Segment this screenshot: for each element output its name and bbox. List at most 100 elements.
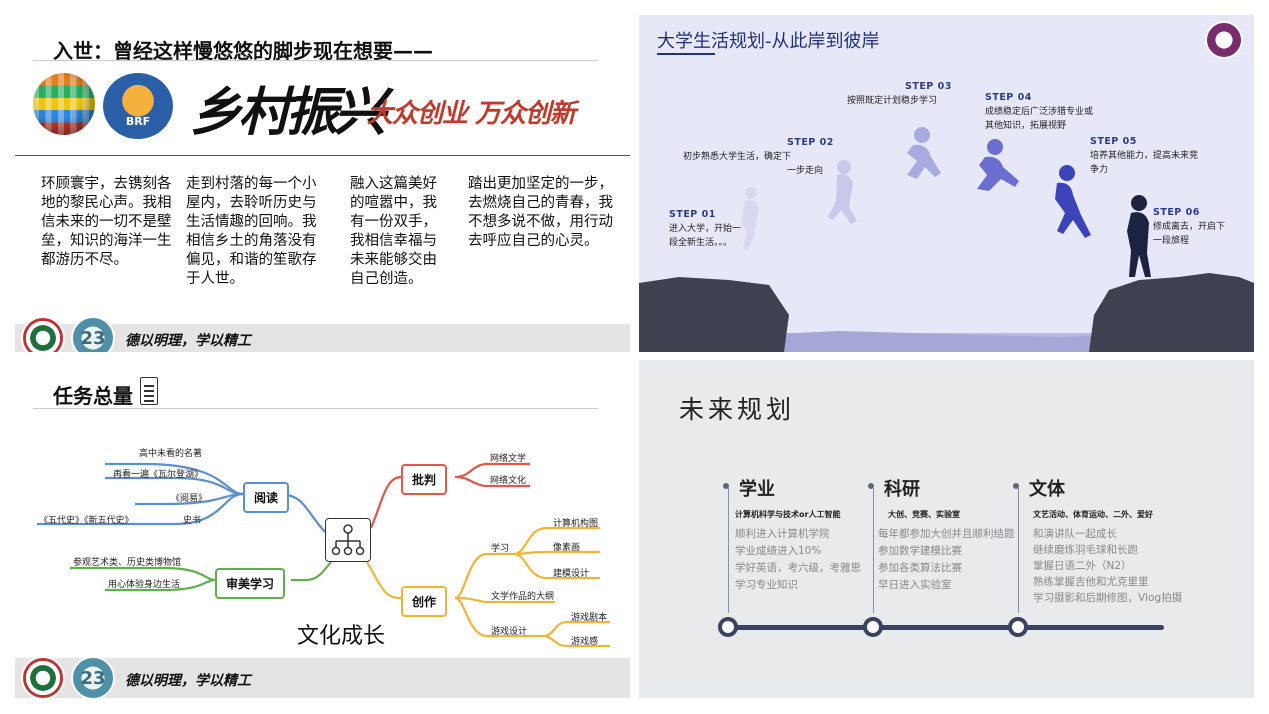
center-topic-label: 文化成长 <box>297 624 386 649</box>
list-item: 参加数学建模比赛 <box>878 545 962 557</box>
slide-footer: 23 德以明理，学以精工 <box>15 656 630 698</box>
school-motto: 德以明理，学以精工 <box>125 333 251 349</box>
title-divider <box>33 60 598 61</box>
slide-task-overview: 任务总量 <box>15 360 630 698</box>
section-subtitle: 文艺活动、体育运动、二外、爱好 <box>1033 510 1153 519</box>
title-underline <box>657 53 715 55</box>
section-divider <box>15 155 630 156</box>
list-item: 顺利进入计算机学院 <box>735 528 830 540</box>
list-item: 学习摄影和后期修图，Vlog拍摄 <box>1033 592 1183 604</box>
section-academics: 学业 计算机科学与技术or人工智能 顺利进入计算机学院 学业成绩进入10% 学好… <box>719 475 861 594</box>
leaf-museums: 参观艺术类、历史类博物馆 <box>73 558 182 568</box>
step-02: STEP 02 初步熟悉大学生活，确定下 一步走向 <box>683 137 834 176</box>
leaf-walden: 再看一遍《瓦尔登湖》 <box>113 470 204 480</box>
jumper-figure-5 <box>1055 165 1091 238</box>
leaf-web-literature: 网络文学 <box>490 454 527 464</box>
list-item: 参加各类算法比赛 <box>878 562 962 574</box>
list-item: 每年都参加大创并且顺利结题 <box>878 528 1015 540</box>
node-aesthetic-study: 审美学习 <box>215 568 286 599</box>
section-subtitle: 计算机科学与技术or人工智能 <box>735 510 841 519</box>
slide-footer: 23 德以明理，学以精工 <box>15 316 630 352</box>
timeline-node-2 <box>863 617 883 637</box>
list-item: 熟练掌握吉他和尤克里里 <box>1033 576 1149 588</box>
center-hierarchy-icon <box>325 518 371 562</box>
text-column-3: 融入这篇美好的喧嚣中，我有一份双手，我相信幸福与未来能够交由自己创造。 <box>350 176 437 287</box>
list-item: 学习专业知识 <box>735 579 798 591</box>
mind-map-connectors <box>37 462 610 648</box>
landscape-illustration <box>639 127 1254 352</box>
jumper-figure-1 <box>741 187 759 251</box>
slide-title: 大学生活规划-从此岸到彼岸 <box>657 31 880 52</box>
section-heading: 文体 <box>1009 475 1182 501</box>
slide-college-plan: 大学生活规划-从此岸到彼岸 STEP 01 进入大学，开始一 段全新生活。。。 … <box>639 15 1254 352</box>
leaf-unread-classics: 高中未看的名著 <box>139 449 203 459</box>
university-emblem-icon <box>1205 21 1243 59</box>
flag-globe-icon <box>33 73 95 135</box>
brf-label: BRF <box>125 115 151 128</box>
entrepreneurship-calligraphy: 大众创业万众创新 <box>367 93 576 130</box>
slide-title: 入世：曾经这样慢悠悠的脚步现在想要—— <box>53 39 433 63</box>
leaf-experience-life: 用心体验身边生活 <box>108 580 181 590</box>
leaf-yue-yi: 《阅易》 <box>171 494 208 504</box>
timeline-node-1 <box>718 617 738 637</box>
slogan-a: 大众创业 <box>367 99 468 129</box>
step-06: STEP 06 修成离去，开启下 一段旅程 <box>1153 207 1226 246</box>
slide-future-plan: 未来规划 学业 计算机科学与技术or人工智能 顺利进入计算机学院 学业成绩进入1… <box>639 360 1254 698</box>
text-column-2: 走到村落的每一个小屋内，去聆听历史与生活情趣的回响。我相信乡土的角落没有偏见，和… <box>186 176 317 287</box>
jumper-figure-3 <box>907 127 941 179</box>
section-items: 每年都参加大创并且顺利结题 参加数学建模比赛 参加各类算法比赛 早日进入实验室 <box>864 526 1015 594</box>
leaf-game-design: 游戏设计 <box>491 627 528 637</box>
leaf-five-dynasties: 《五代史》《新五代史》 <box>39 516 134 526</box>
step-04: STEP 04 成绩稳定后广泛涉猎专业或 其他知识，拓展视野 <box>985 92 1094 131</box>
section-subtitle: 大创、竞赛、实验室 <box>888 510 960 519</box>
leaf-study: 学习 <box>491 544 510 554</box>
list-item: 学业成绩进入10% <box>735 545 822 557</box>
college-logo-badge: 23 <box>80 668 106 689</box>
list-item: 掌握日语二外（N2） <box>1033 560 1132 572</box>
timeline-stem-3 <box>1018 488 1019 613</box>
jumper-figure-4 <box>977 139 1019 191</box>
step-01: STEP 01 进入大学，开始一 段全新生活。。。 <box>669 209 742 248</box>
college-logo-badge: 23 <box>80 328 106 349</box>
node-creation: 创作 <box>401 586 448 617</box>
section-heading: 学业 <box>719 475 861 501</box>
jumper-figure-2 <box>828 160 857 224</box>
section-items: 和演讲队一起成长 继续磨炼羽毛球和长跑 掌握日语二外（N2） 熟练掌握吉他和尤克… <box>1009 526 1182 606</box>
section-heading: 科研 <box>864 475 1015 501</box>
brf-logo-icon: BRF <box>103 73 173 139</box>
college-logo-icon: 23 <box>71 656 115 698</box>
section-research: 科研 大创、竞赛、实验室 每年都参加大创并且顺利结题 参加数学建模比赛 参加各类… <box>864 475 1015 594</box>
node-reading: 阅读 <box>243 482 290 513</box>
step-03: STEP 03 按照既定计划稳步学习 <box>847 81 952 106</box>
rural-revitalization-calligraphy: 乡村振兴 <box>190 82 386 143</box>
step-05: STEP 05 培养其他能力，提高未来竞 争力 <box>1090 136 1199 175</box>
standing-figure <box>1127 195 1151 277</box>
text-column-4: 踏出更加坚定的一步，去燃烧自己的青春，我不想多说不做，用行动去呼应自己的心灵。 <box>468 176 613 249</box>
list-item: 和演讲队一起成长 <box>1033 528 1117 540</box>
leaf-literary-outline: 文学作品的大纲 <box>491 592 555 602</box>
list-item: 早日进入实验室 <box>878 579 952 591</box>
list-item: 学好英语，考六级，考雅思 <box>735 562 861 574</box>
leaf-game-script: 游戏剧本 <box>571 613 608 623</box>
section-arts-sports: 文体 文艺活动、体育运动、二外、爱好 和演讲队一起成长 继续磨炼羽毛球和长跑 掌… <box>1009 475 1182 606</box>
node-critique: 批判 <box>401 464 448 495</box>
section-items: 顺利进入计算机学院 学业成绩进入10% 学好英语，考六级，考雅思 学习专业知识 <box>719 526 861 594</box>
leaf-pixel-art: 像素画 <box>553 543 581 553</box>
leaf-game-feel: 游戏感 <box>571 637 599 647</box>
slogan-b: 万众创新 <box>475 99 576 129</box>
university-seal-icon <box>21 656 65 698</box>
clipboard-icon <box>140 377 158 405</box>
school-motto: 德以明理，学以精工 <box>125 673 251 689</box>
slide-title: 任务总量 <box>53 384 133 408</box>
leaf-modeling: 建模设计 <box>553 569 590 579</box>
timeline-bar <box>724 625 1164 630</box>
college-logo-icon: 23 <box>71 316 115 352</box>
leaf-computer-composition: 计算机构图 <box>553 519 599 529</box>
text-column-1: 环顾寰宇，去镌刻各地的黎民心声。我相信未来的一切不是壁垒，知识的海洋一生都游历不… <box>41 176 172 268</box>
timeline-stem-1 <box>728 488 729 613</box>
timeline-node-3 <box>1008 617 1028 637</box>
list-item: 继续磨炼羽毛球和长跑 <box>1033 544 1138 556</box>
timeline-stem-2 <box>873 488 874 613</box>
leaf-history-books: 史书 <box>183 516 202 526</box>
slide-entering-world: 入世：曾经这样慢悠悠的脚步现在想要—— BRF 乡村振兴 大众创业万众创新 环顾… <box>15 15 630 352</box>
